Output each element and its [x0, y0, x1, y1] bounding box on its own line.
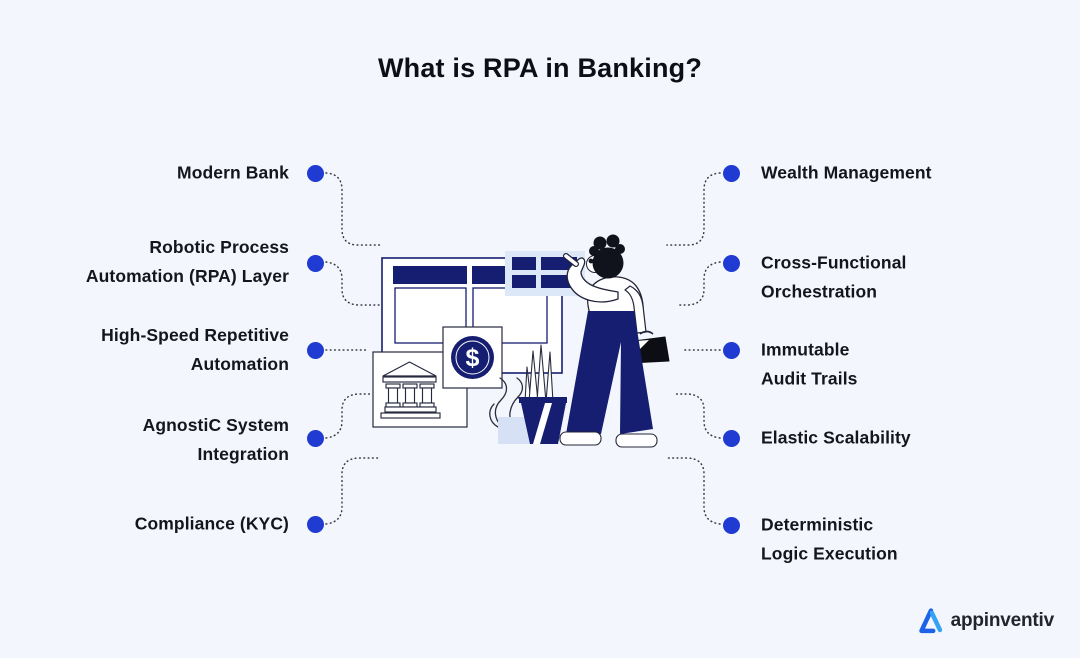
appinventiv-logo-mark [918, 608, 942, 634]
connector-dot [307, 165, 324, 182]
appinventiv-logo-text: appinventiv [950, 609, 1055, 631]
bag-handle [639, 330, 654, 335]
connector-dot [723, 342, 740, 359]
connector-dot [723, 430, 740, 447]
label-immutable-audit: Immutable Audit Trails [761, 339, 858, 389]
person-pointing-arm [566, 257, 619, 303]
label-modern-bank: Modern Bank [177, 162, 289, 183]
label-rpa-layer: Robotic Process Automation (RPA) Layer [85, 237, 289, 286]
person-pants [566, 311, 653, 434]
connector-dot [307, 516, 324, 533]
connector-dot [307, 255, 324, 272]
connector-dot [307, 430, 324, 447]
person-shoe-left [559, 431, 602, 446]
label-wealth-management: Wealth Management [761, 162, 932, 183]
page-title: What is RPA in Banking? [377, 53, 703, 83]
label-cross-functional: Cross-Functional Orchestration [761, 252, 907, 302]
connector-dot [307, 342, 324, 359]
label-agnostic-system: AgnostiC System Integration [142, 415, 289, 464]
connector-dot [723, 255, 740, 272]
person-hair [589, 234, 625, 279]
person-pointing-illustration [559, 234, 670, 448]
person-glasses [588, 258, 594, 264]
label-elastic-scalability: Elastic Scalability [761, 427, 911, 448]
connector-dot [723, 517, 740, 534]
connector-lines [325, 172, 721, 525]
appinventiv-logo: appinventiv [917, 607, 1054, 634]
dollar-sign: $ [466, 344, 480, 372]
label-high-speed: High-Speed Repetitive Automation [101, 325, 289, 374]
dollar-coin-icon: $ [442, 326, 503, 389]
label-deterministic-logic: Deterministic Logic Execution [761, 514, 898, 564]
potted-plant-icon [489, 344, 567, 444]
person-shoe-right [615, 433, 658, 448]
label-compliance-kyc: Compliance (KYC) [134, 513, 289, 534]
connector-dot [723, 165, 740, 182]
